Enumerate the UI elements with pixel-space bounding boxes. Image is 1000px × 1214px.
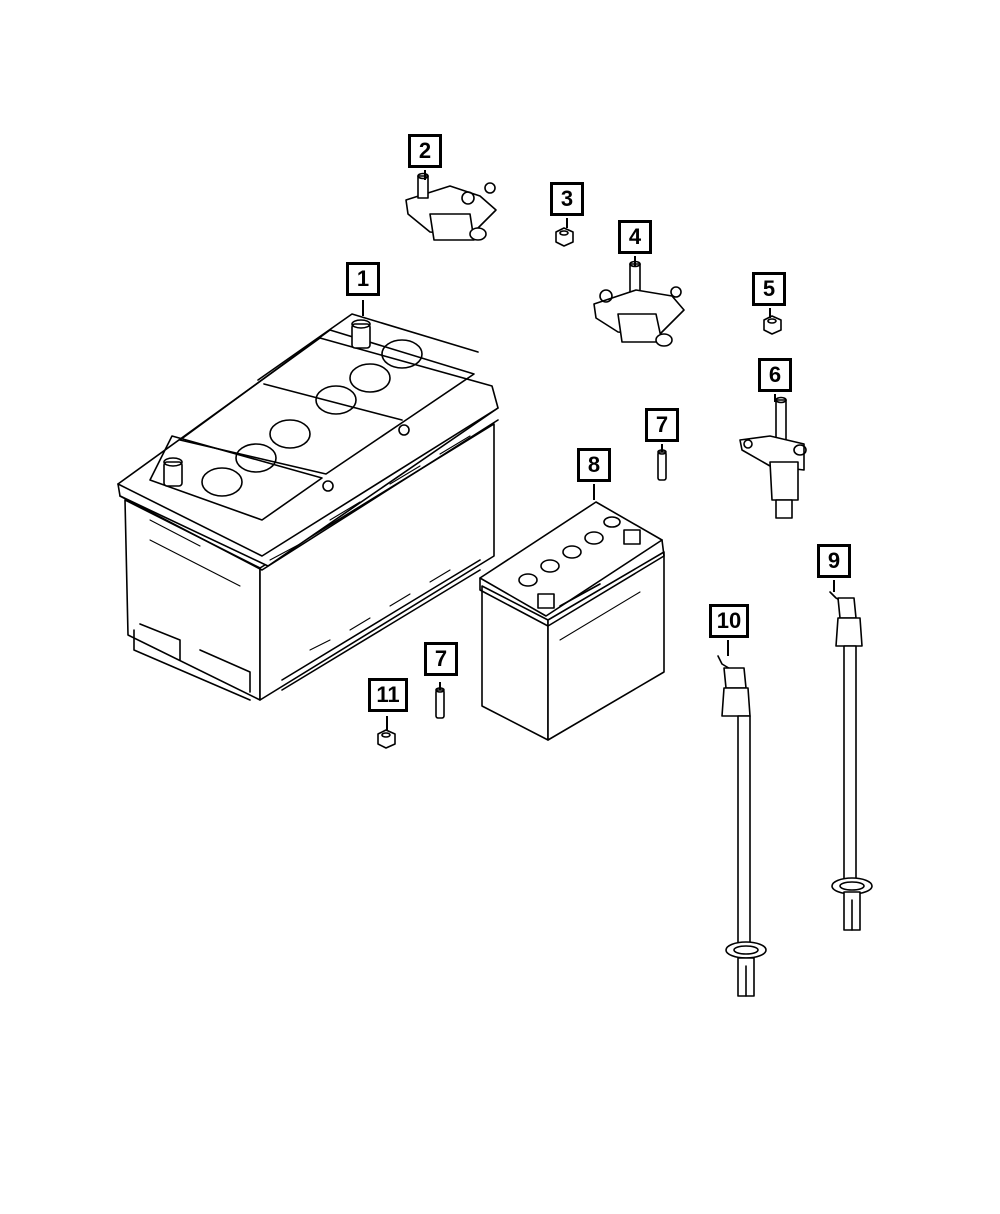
callout-5: 5 [752, 272, 786, 306]
callout-1: 1 [346, 262, 380, 296]
stud-7-lower [435, 687, 445, 719]
nut-11 [377, 729, 396, 749]
nut-5 [763, 315, 782, 335]
nut-3 [555, 227, 574, 247]
callout-10: 10 [709, 604, 749, 638]
small-battery [479, 501, 665, 741]
terminal-6 [739, 396, 807, 519]
callout-9: 9 [817, 544, 851, 578]
callout-8: 8 [577, 448, 611, 482]
hold-down-rod-10 [717, 655, 767, 997]
hold-down-rod-9 [829, 591, 873, 931]
battery-sensor-upper [405, 172, 497, 241]
callout-3: 3 [550, 182, 584, 216]
callout-6: 6 [758, 358, 792, 392]
callout-7-upper: 7 [645, 408, 679, 442]
battery-sensor-lower [593, 260, 685, 347]
large-battery [117, 313, 499, 701]
callout-2: 2 [408, 134, 442, 168]
callout-11: 11 [368, 678, 408, 712]
callout-7-lower: 7 [424, 642, 458, 676]
stud-7-upper [657, 449, 667, 481]
callout-4: 4 [618, 220, 652, 254]
